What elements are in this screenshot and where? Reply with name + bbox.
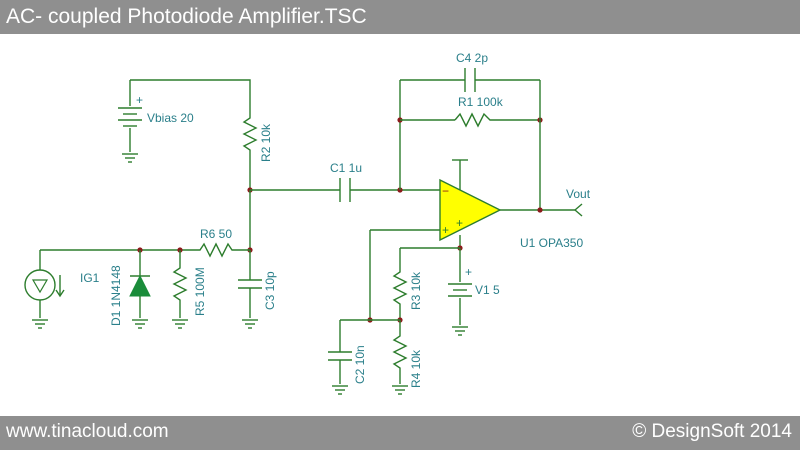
r3-label: R3 10k xyxy=(409,271,423,310)
ground-ig1 xyxy=(32,319,48,329)
r6-label: R6 50 xyxy=(200,227,232,241)
capacitor-c2 xyxy=(328,320,352,384)
vout-label: Vout xyxy=(566,187,591,201)
resistor-r1 xyxy=(454,112,540,128)
c2-label: C2 10n xyxy=(353,345,367,384)
v1-label: V1 5 xyxy=(475,283,500,297)
c4-label: C4 2p xyxy=(456,51,488,65)
u1-label: U1 OPA350 xyxy=(520,236,583,250)
ground-d1 xyxy=(132,319,148,329)
circuit-diagram: + Vbias 20 R2 10k C1 1u C4 2p R1 100k − … xyxy=(24,51,591,395)
ground-opamp xyxy=(452,159,468,170)
website-link[interactable]: www.tinacloud.com xyxy=(6,421,169,442)
resistor-r4 xyxy=(392,320,408,384)
r4-label: R4 10k xyxy=(409,349,423,388)
junction-output xyxy=(537,207,543,213)
resistor-r6 xyxy=(180,242,250,258)
opamp-u1 xyxy=(439,178,502,242)
ground-v1 xyxy=(452,326,468,336)
ground-c3 xyxy=(242,319,258,329)
r5-label: R5 100M xyxy=(193,267,207,316)
diode-d1 xyxy=(129,250,151,318)
capacitor-c3 xyxy=(238,250,262,318)
current-source-ig1 xyxy=(24,250,65,318)
title-bar: AC- coupled Photodiode Amplifier.TSC xyxy=(0,0,800,34)
resistor-r3 xyxy=(392,265,408,320)
c1-label: C1 1u xyxy=(330,161,362,175)
copyright-text: © DesignSoft 2014 xyxy=(632,421,792,442)
d1-label: D1 1N4148 xyxy=(109,265,123,326)
v1-plus: + xyxy=(465,265,472,279)
ground-c2 xyxy=(332,385,348,395)
opamp-minus: − xyxy=(442,184,449,198)
window-title: AC- coupled Photodiode Amplifier.TSC xyxy=(6,5,367,28)
schematic-canvas: + Vbias 20 R2 10k C1 1u C4 2p R1 100k − … xyxy=(0,34,800,416)
opamp-plus: + xyxy=(442,223,449,237)
ground-r5 xyxy=(172,319,188,329)
capacitor-c4 xyxy=(464,68,476,92)
vout-terminal xyxy=(574,203,583,217)
c3-label: C3 10p xyxy=(263,271,277,310)
vbias-label: Vbias 20 xyxy=(147,111,194,125)
battery-v1 xyxy=(448,248,472,325)
vbias-source xyxy=(118,79,251,152)
footer-bar: www.tinacloud.com © DesignSoft 2014 xyxy=(0,416,800,450)
ground-vbias xyxy=(122,153,138,163)
capacitor-c1 xyxy=(339,178,351,202)
ground-r4 xyxy=(392,385,408,395)
vbias-plus: + xyxy=(136,93,143,107)
opamp-plus-inner: + xyxy=(456,216,463,230)
r2-label: R2 10k xyxy=(259,123,273,162)
resistor-r2 xyxy=(242,110,258,190)
r1-label: R1 100k xyxy=(458,95,504,109)
ig1-label: IG1 xyxy=(80,271,100,285)
resistor-r5 xyxy=(172,250,188,318)
